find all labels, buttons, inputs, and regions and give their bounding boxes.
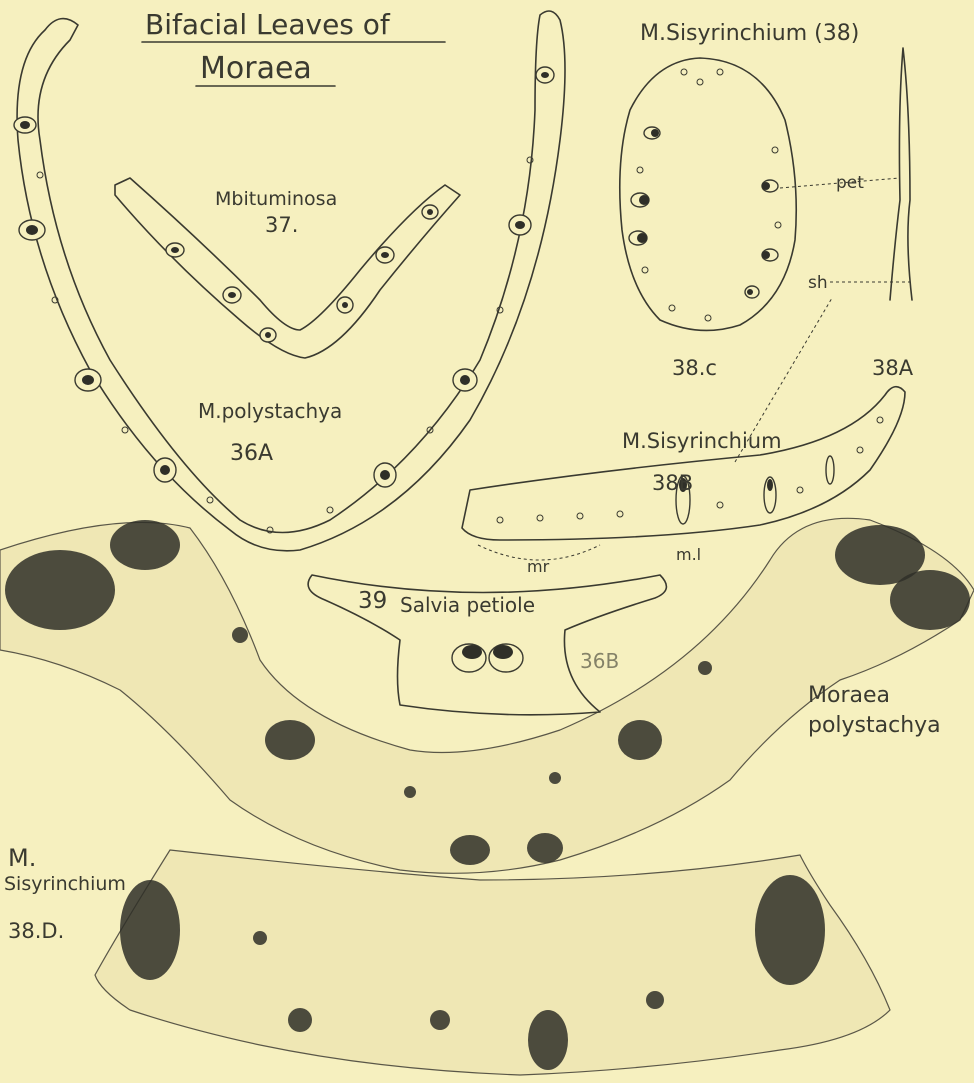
figure-38d-species-line2: Sisyrinchium [4,873,126,895]
figure-36a-outline [17,11,565,551]
figure-37-species: Mbituminosa [215,188,337,210]
figure-38b-species: M.Sisyrinchium [622,429,782,453]
annotation-mr: mr [527,557,550,576]
figure-36b: 36B Moraea polystachya [0,518,974,873]
figure-38d-number: 38.D. [8,919,64,943]
figure-36a: M.polystachya 36A [14,11,565,551]
figure-37-number: 37. [265,213,298,237]
figure-38c: 38.c [620,58,900,380]
annotation-sh: sh [808,273,828,293]
figure-38c-bundles [629,69,781,321]
figure-37: Mbituminosa 37. [115,178,460,358]
figure-38a-number: 38A [872,356,914,380]
plate-title-line1: Bifacial Leaves of [145,8,391,41]
annotation-ml: m.l [676,545,701,564]
figure-36b-number: 36B [580,649,619,673]
figure-36b-species-line2: polystachya [808,713,941,738]
figure-39-species: Salvia petiole [400,593,535,617]
plate-title-line2: Moraea [200,51,312,86]
figure-38c-number: 38.c [672,356,717,380]
figure-39: 39 Salvia petiole [308,575,666,715]
figure-36a-bundles [14,67,554,533]
annotation-pet: pet [836,173,864,193]
figure-38b-number-visible: 38B [652,471,693,495]
figure-38d: M. Sisyrinchium 38.D. [4,844,890,1075]
figure-36b-species-line1: Moraea [808,683,890,708]
figure-38a: pet sh 38A [808,48,914,380]
figure-36a-species: M.polystachya [198,399,342,423]
figure-38-header: M.Sisyrinchium (38) [640,21,859,46]
figure-38a-outline [890,48,912,300]
figure-38d-species-line1: M. [8,844,36,872]
plate-title: Bifacial Leaves of Moraea [142,8,445,86]
figure-39-number: 39 [358,588,387,614]
figure-36a-number: 36A [230,441,273,466]
figure-37-bundles [166,205,438,342]
